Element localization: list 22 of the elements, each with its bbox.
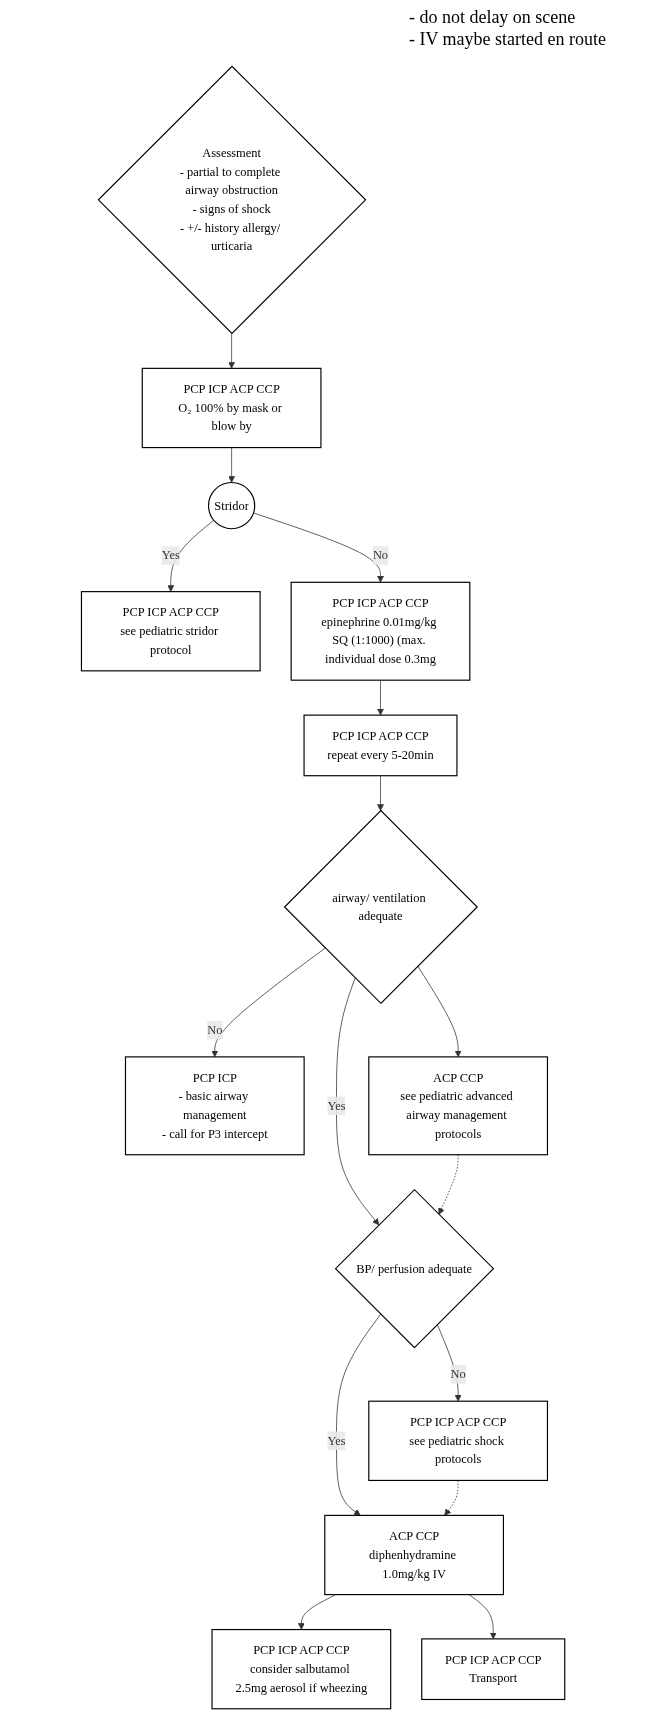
- note-text: - IV maybe started en route: [408, 28, 606, 50]
- note-text: - do not delay on scene: [408, 6, 577, 28]
- node-box: PCP ICP ACP CCP Transport: [421, 1638, 566, 1701]
- node-diamond: airway/ ventilation adequate: [283, 809, 478, 1005]
- node-box: PCP ICP ACP CCP epinephrine 0.01mg/kg SQ (1:1000) (max. individual dose 0.3mg: [290, 581, 471, 681]
- node-diamond: Assessment - partial to complete airway obstruction - signs of shock - +/- history allergy/ urticaria: [97, 65, 367, 335]
- node-box: ACP CCP diphenhydramine 1.0mg/kg IV: [324, 1514, 504, 1596]
- edge-label: No: [372, 548, 388, 562]
- node-box: PCP ICP ACP CCP see pediatric stridor protocol: [80, 591, 261, 672]
- node-box: ACP CCP see pediatric advanced airway management protocols: [368, 1056, 548, 1156]
- node-box: PCP ICP - basic airway management - call for P3 intercept: [124, 1056, 305, 1156]
- edge-label: Yes: [327, 1433, 346, 1448]
- node-box: PCP ICP ACP CCP O₂ 100% by mask or blow by: [141, 367, 322, 449]
- edge-label: No: [207, 1023, 223, 1037]
- node-box: PCP ICP ACP CCP consider salbutamol 2.5mg aerosol if wheezing: [211, 1628, 392, 1710]
- node-box: PCP ICP ACP CCP see pediatric shock protocols: [368, 1400, 548, 1481]
- edge-label: Yes: [327, 1098, 346, 1113]
- edge-label: Yes: [161, 548, 180, 562]
- node-circle: Stridor: [207, 481, 256, 530]
- edge-label: No: [450, 1367, 466, 1381]
- node-box: PCP ICP ACP CCP repeat every 5-20min: [303, 714, 458, 777]
- node-diamond: BP/ perfusion adequate: [334, 1188, 495, 1349]
